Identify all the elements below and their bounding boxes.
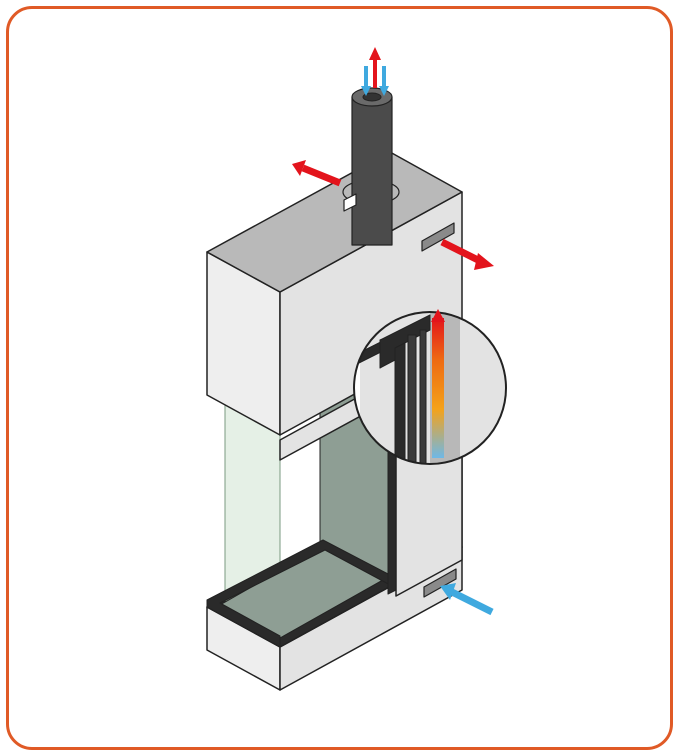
airflow-arrows xyxy=(292,47,494,616)
vent-top-left xyxy=(343,193,357,212)
vent-right-lower xyxy=(423,568,457,598)
cold-air-arrow xyxy=(361,66,389,96)
cold-air-arrow xyxy=(440,583,494,616)
hot-air-arrow xyxy=(440,238,494,270)
hot-air-arrow xyxy=(292,160,342,187)
flue-pipe xyxy=(342,87,400,246)
vent-right-upper xyxy=(421,222,455,252)
hot-air-arrow xyxy=(431,309,445,322)
hot-air-arrow xyxy=(369,47,381,88)
magnifier-detail-icon xyxy=(353,311,507,465)
vents xyxy=(343,193,457,598)
